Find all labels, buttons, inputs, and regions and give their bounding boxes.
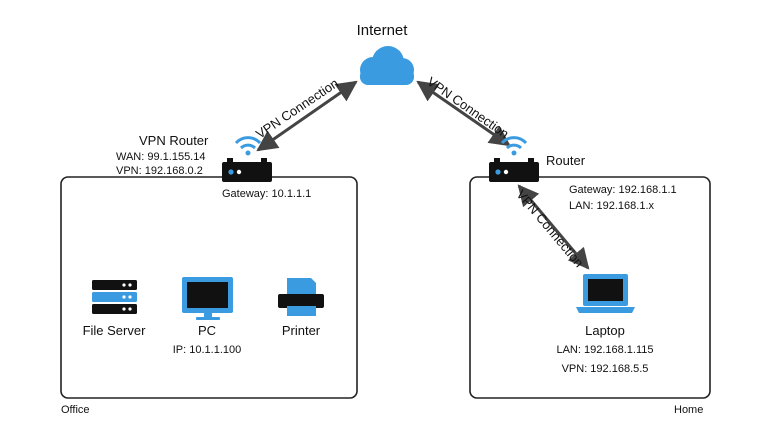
- cloud-icon: [360, 46, 414, 85]
- internet-label: Internet: [356, 22, 408, 39]
- pc-label: PC: [197, 323, 217, 338]
- vpn-router-wan: WAN: 99.1.155.14: [116, 151, 206, 163]
- laptop-vpn: VPN: 192.168.5.5: [561, 363, 649, 375]
- home-zone-label: Home: [674, 404, 704, 416]
- office-gateway: Gateway: 10.1.1.1: [222, 188, 312, 200]
- office-zone-box: [60, 176, 358, 399]
- vpn-router-title: VPN Router: [139, 133, 209, 148]
- wifi-router-icon: [222, 136, 272, 182]
- laptop-lan: LAN: 192.168.1.115: [556, 344, 654, 356]
- wifi-router-icon: [489, 136, 539, 182]
- office-zone-label: Office: [61, 404, 90, 416]
- home-lan: LAN: 192.168.1.x: [569, 200, 655, 212]
- pc-ip-label: IP: 10.1.1.100: [172, 344, 242, 356]
- vpn-arrow-home: [416, 80, 511, 147]
- printer-label: Printer: [281, 323, 321, 338]
- server-icon: [92, 280, 137, 314]
- home-zone-box: [469, 176, 711, 399]
- vpn-arrow-office: [256, 80, 358, 152]
- vpn-router-vpn: VPN: 192.168.0.2: [116, 165, 203, 177]
- vpn-arrow-laptop: [517, 184, 590, 270]
- home-router-title: Router: [546, 153, 586, 168]
- laptop-icon: [576, 274, 635, 313]
- home-gateway: Gateway: 192.168.1.1: [569, 184, 677, 196]
- printer-icon: [278, 278, 324, 316]
- monitor-icon: [182, 277, 233, 320]
- file-server-label: File Server: [82, 323, 146, 338]
- laptop-label: Laptop: [585, 323, 625, 338]
